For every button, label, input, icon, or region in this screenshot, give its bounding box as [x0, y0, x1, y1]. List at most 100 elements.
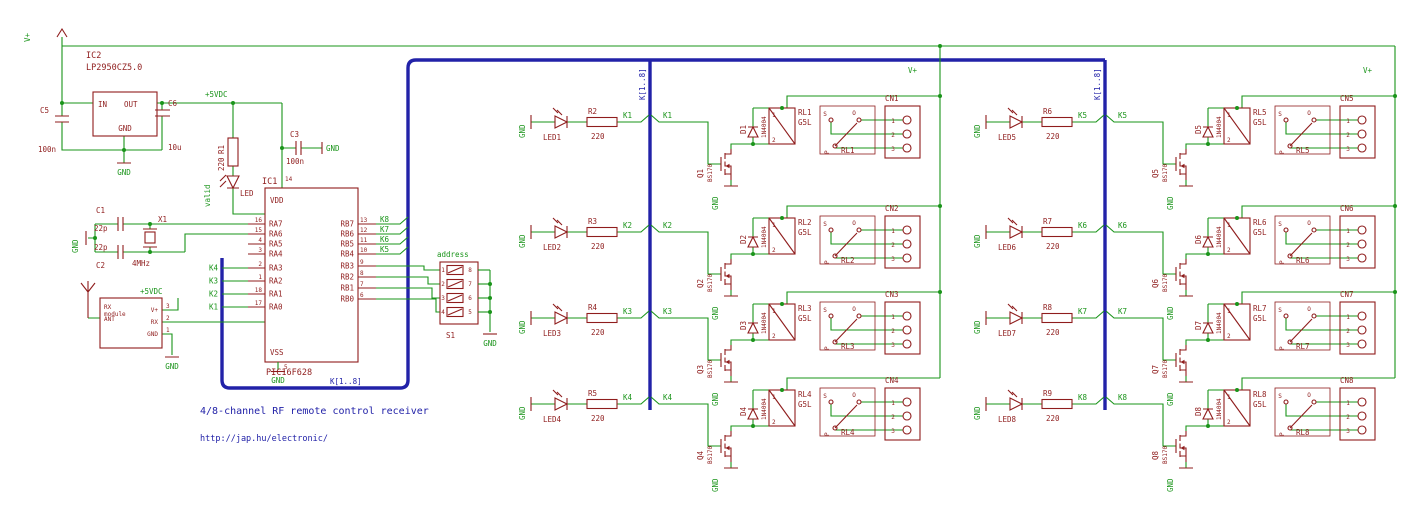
channel-5-part — [1206, 142, 1210, 146]
connector-pin-number: 2 — [1346, 328, 1350, 335]
dip-pin-number: 3 — [441, 295, 445, 302]
relay-ref: RL4 — [841, 428, 855, 437]
connector-pin-number: 3 — [891, 256, 895, 263]
power-supply-section-part — [280, 146, 284, 150]
c1-value: 22p — [94, 224, 108, 233]
channel-4-part — [902, 411, 912, 421]
ic1-pin-right-4-part — [376, 246, 409, 255]
contact-s-label: S — [1278, 111, 1282, 118]
ic1-pin-right-3-part — [376, 236, 409, 245]
gnd-label: GND — [973, 406, 982, 420]
mcu-section: IC1 PIC16F628 VDD VSS 14 5 GND 16 RA7 13… — [209, 176, 440, 385]
rx-module-name: module — [104, 311, 126, 318]
gnd-label: GND — [117, 168, 131, 177]
relay-ref: RL7 — [1253, 304, 1267, 313]
led-ref: LED6 — [998, 243, 1017, 252]
channel-7-part — [1393, 290, 1397, 294]
channel-1-part — [768, 107, 796, 145]
pin-number: 16 — [255, 217, 263, 224]
dip-pin-number: 4 — [441, 309, 445, 316]
contact-s-label: S — [823, 393, 827, 400]
resistor-ref: R8 — [1043, 303, 1053, 312]
relay-ref: RL3 — [798, 304, 812, 313]
valid-net-label: valid — [203, 184, 212, 207]
led-ref: LED2 — [543, 243, 561, 252]
pin-name: RB1 — [340, 284, 354, 293]
dip-position-3-part — [446, 292, 464, 304]
dip-position-4: 4 5 — [441, 306, 490, 318]
mosfet-value: BS170 — [1162, 360, 1169, 378]
vplus-net-label: V+ — [23, 32, 32, 42]
led-symbol — [554, 397, 569, 411]
resistor-ref: R7 — [1043, 217, 1052, 226]
dip-pin-number: 5 — [468, 309, 472, 316]
resistor-ref: R4 — [588, 303, 598, 312]
coil-pin-number: 2 — [772, 333, 776, 340]
pin-name: RB4 — [340, 250, 354, 259]
coil-pin-number: 2 — [1227, 137, 1231, 144]
resistor-ref: R5 — [588, 389, 597, 398]
coil-pin-number: 2 — [772, 247, 776, 254]
connector-pin-number: 3 — [891, 342, 895, 349]
connector-pin-number: 2 — [891, 414, 895, 421]
resistor-symbol — [1041, 116, 1073, 128]
connector-symbol — [1339, 301, 1376, 355]
led-ref: LED3 — [543, 329, 561, 338]
connector-pin-number: 2 — [891, 242, 895, 249]
channels: GND LED1 R2 220 K1 K1 Q1 BS170 GND D1 1N… — [518, 94, 1397, 492]
vplus-rail-part — [56, 27, 68, 38]
channel-5-part — [1311, 117, 1317, 123]
channel-5-part — [1357, 115, 1367, 125]
bus-label: K[1..8] — [1093, 68, 1102, 100]
dip-position-4-part — [446, 306, 464, 318]
k-net-label: K7 — [380, 225, 389, 234]
relay-value: G5L — [1253, 228, 1267, 237]
channel-6-part — [1357, 253, 1367, 263]
channel-4-part — [780, 388, 784, 392]
channel-3-part — [938, 290, 942, 294]
vplus-rail-part — [61, 37, 1396, 378]
channel-1-part — [780, 106, 784, 110]
dip-switch-section: address S1 GND 1 8 2 7 3 6 4 5 — [437, 250, 497, 348]
resistor-value: 220 — [591, 242, 605, 251]
channel-5-part — [1357, 129, 1367, 139]
dip-switch-symbol — [439, 261, 479, 325]
connector-pin-number: 2 — [1346, 242, 1350, 249]
channel-3-part — [531, 291, 940, 382]
channel-3-part — [828, 313, 834, 319]
oscillator-section-part — [93, 236, 97, 240]
led-symbol — [1009, 225, 1024, 239]
k-net-label: K5 — [380, 245, 389, 254]
k-net-label: K8 — [1118, 393, 1128, 402]
contact-s-label: S — [823, 221, 827, 228]
ic1-pin-left-3: 4 RA5 — [248, 237, 283, 249]
rx-pin-number: 2 — [166, 315, 170, 322]
channel-2-part — [832, 253, 838, 259]
rx-module-symbol — [99, 297, 163, 349]
mosfet-ref: Q7 — [1151, 365, 1160, 374]
gnd-label: GND — [711, 392, 720, 406]
contact-s-label: S — [1278, 393, 1282, 400]
mosfet-arrow — [1180, 273, 1185, 279]
flyback-diode-symbol — [747, 407, 759, 420]
channel-8-part — [1223, 389, 1251, 427]
connector-pin-number: 3 — [1346, 146, 1350, 153]
contact-p-label: P — [824, 150, 831, 154]
connector-pin-number: 3 — [891, 146, 895, 153]
relay-contact-symbol — [1274, 387, 1331, 437]
pin-name: RA2 — [269, 277, 283, 286]
dip-pin-number: 1 — [441, 267, 445, 274]
connector-ref: CN4 — [885, 376, 899, 385]
channel-3-part — [856, 313, 862, 319]
dip-positions: 1 8 2 7 3 6 4 5 — [441, 264, 490, 318]
ic1-pin-right-3: 11 RB5 K6 — [340, 235, 409, 249]
connector-ref: CN2 — [885, 204, 899, 213]
k-net-label: K6 — [1118, 221, 1128, 230]
rx-pin-number: 3 — [166, 303, 170, 310]
led-symbol — [1009, 311, 1024, 325]
diode-value: 1N4004 — [761, 312, 768, 334]
dip-position-2-part — [447, 280, 463, 288]
pin-name: RA0 — [269, 303, 283, 312]
c5-ref: C5 — [40, 106, 49, 115]
crystal-symbol — [144, 231, 156, 244]
